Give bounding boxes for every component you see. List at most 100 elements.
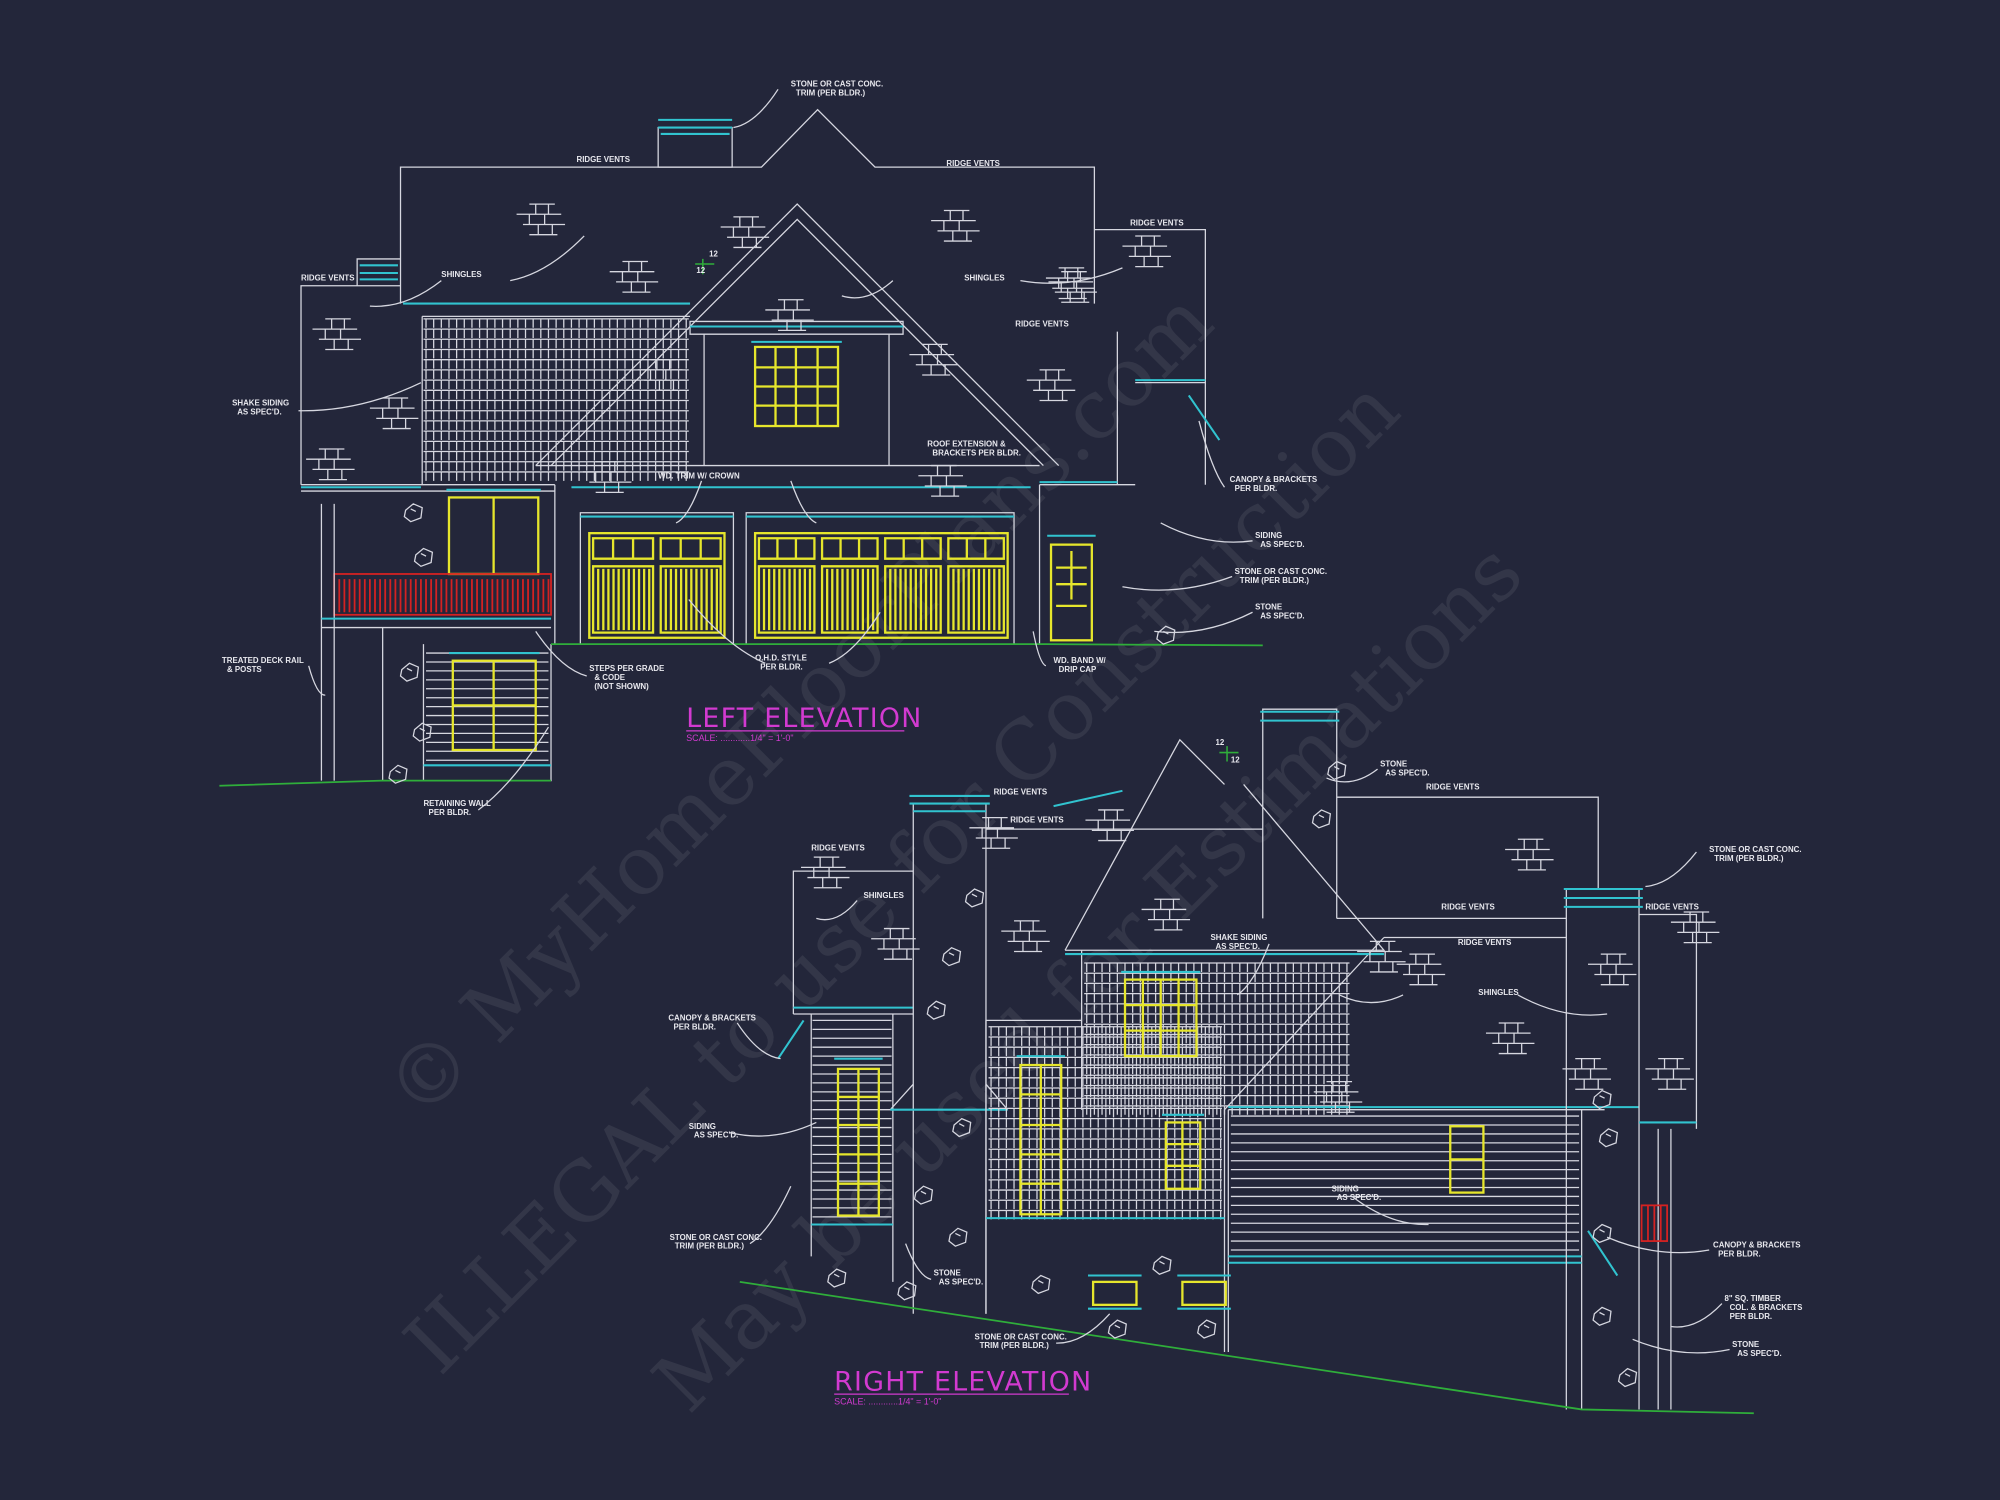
callout-text: (NOT SHOWN) [594, 682, 649, 691]
stone-symbol [1107, 1319, 1127, 1339]
shingle-symbol [720, 216, 770, 249]
pitch-label: 12 [709, 249, 718, 258]
stone-symbol [952, 1117, 972, 1138]
callout-note: WD. BAND W/DRIP CAP [1054, 656, 1107, 674]
stone-symbol [948, 1227, 968, 1247]
callout-text: AS SPEC'D. [237, 408, 281, 417]
leader-line [1020, 267, 1123, 284]
leader-line [1339, 994, 1404, 1004]
callout-note: STONE OR CAST CONC.TRIM (PER BLDR.) [974, 1332, 1066, 1350]
shingle-symbol [1588, 953, 1637, 986]
leader-line [790, 480, 817, 524]
callout-text: SHAKE SIDING [232, 399, 289, 408]
callout-text: AS SPEC'D. [694, 1131, 738, 1140]
right-elevation-title: RIGHT ELEVATION [834, 1366, 1092, 1397]
callout-text: TRIM (PER BLDR.) [796, 89, 866, 98]
callout-note: RIDGE VENTS [994, 788, 1048, 797]
callout-note: ROOF EXTENSION &BRACKETS PER BLDR. [927, 439, 1021, 457]
callout-text: AS SPEC'D. [1337, 1193, 1381, 1202]
shingle-symbol [1001, 920, 1050, 953]
leader-line [510, 235, 585, 282]
stone-symbol [897, 1281, 917, 1301]
callout-text: 8" SQ. TIMBER [1724, 1294, 1781, 1303]
stone-symbol [913, 1185, 934, 1205]
shingle-symbol [1645, 1058, 1694, 1090]
leader-line [841, 280, 894, 299]
left-elevation-scale: SCALE: ............1/4" = 1'-0" [686, 733, 793, 743]
callout-text: AS SPEC'D. [1260, 540, 1304, 549]
shingle-symbol [609, 260, 659, 293]
callout-text: RIDGE VENTS [1458, 938, 1511, 947]
callout-text: AS SPEC'D. [1385, 769, 1429, 778]
leader-line [729, 1121, 817, 1137]
shingle-symbol [369, 397, 419, 430]
leader-line [675, 480, 703, 524]
stone-symbol [1311, 809, 1332, 829]
callout-text: CANOPY & BRACKETS [1713, 1240, 1801, 1249]
callout-note: STONE OR CAST CONC.TRIM (PER BLDR.) [670, 1233, 762, 1251]
callout-text: RIDGE VENTS [1441, 902, 1495, 911]
stone-symbol [1156, 625, 1176, 645]
callout-text: STONE OR CAST CONC. [670, 1233, 762, 1242]
stone-symbol [403, 503, 423, 523]
callout-text: STONE [1255, 603, 1282, 612]
callout-text: WD. BAND W/ [1054, 656, 1107, 665]
shingle-symbol [1026, 369, 1076, 402]
callout-text: RIDGE VENTS [1010, 816, 1064, 825]
callout-text: RIDGE VENTS [301, 274, 355, 283]
shake-siding [1084, 962, 1350, 1115]
callout-text: SHINGLES [1478, 988, 1518, 997]
callout-text: WD. TRIM W/ CROWN [658, 471, 740, 480]
stone-symbol [399, 662, 420, 682]
leader-line [1122, 575, 1233, 591]
callout-text: SHAKE SIDING [1210, 933, 1267, 942]
shingle-symbol [1357, 940, 1406, 973]
garage-door-panels [591, 537, 1005, 634]
callout-text: STEPS PER GRADE [589, 664, 664, 673]
leader-line [1606, 1236, 1710, 1254]
callout-text: AS SPEC'D. [1216, 942, 1260, 951]
shake-siding [988, 1026, 1222, 1220]
leader-line [1032, 631, 1047, 667]
shingle-symbol [765, 299, 814, 331]
callout-note: SHINGLES [1478, 988, 1518, 997]
leader-line [308, 665, 326, 696]
callout-note: RIDGE VENTS [946, 159, 999, 168]
callout-text: RIDGE VENTS [1426, 783, 1480, 792]
callout-text: SHINGLES [441, 270, 481, 279]
callout-text: STONE [934, 1269, 961, 1278]
pitch-label: 12 [696, 266, 705, 275]
callout-text: PER BLDR. [1730, 1312, 1773, 1321]
callout-note: STEPS PER GRADE& CODE(NOT SHOWN) [589, 664, 664, 691]
callout-text: RIDGE VENTS [1015, 320, 1069, 329]
stone-symbol [1592, 1223, 1612, 1244]
callout-text: TREATED DECK RAIL [222, 656, 304, 665]
leader-line [905, 1243, 932, 1280]
callout-text: TRIM (PER BLDR.) [1714, 854, 1784, 863]
callout-note: RIDGE VENTS [1458, 938, 1511, 947]
shingle-symbol [1122, 235, 1171, 268]
callout-note: SHINGLES [864, 891, 904, 900]
stone-symbol [1031, 1274, 1051, 1295]
callout-text: STONE OR CAST CONC. [1235, 567, 1327, 576]
callout-text: ROOF EXTENSION & [927, 439, 1006, 448]
shingle-symbol [1670, 911, 1720, 944]
callout-text: RIDGE VENTS [577, 155, 631, 164]
leader-line [1236, 943, 1270, 996]
callout-text: STONE OR CAST CONC. [1709, 845, 1801, 854]
callout-note: RIDGE VENTS [1645, 902, 1698, 911]
shingle-symbol [1141, 898, 1191, 931]
callout-note: STONE OR CAST CONC.TRIM (PER BLDR.) [1709, 845, 1801, 863]
callout-note: TREATED DECK RAIL& POSTS [222, 656, 304, 674]
callout-note: RIDGE VENTS [1130, 219, 1184, 228]
callout-text: RIDGE VENTS [811, 844, 864, 853]
